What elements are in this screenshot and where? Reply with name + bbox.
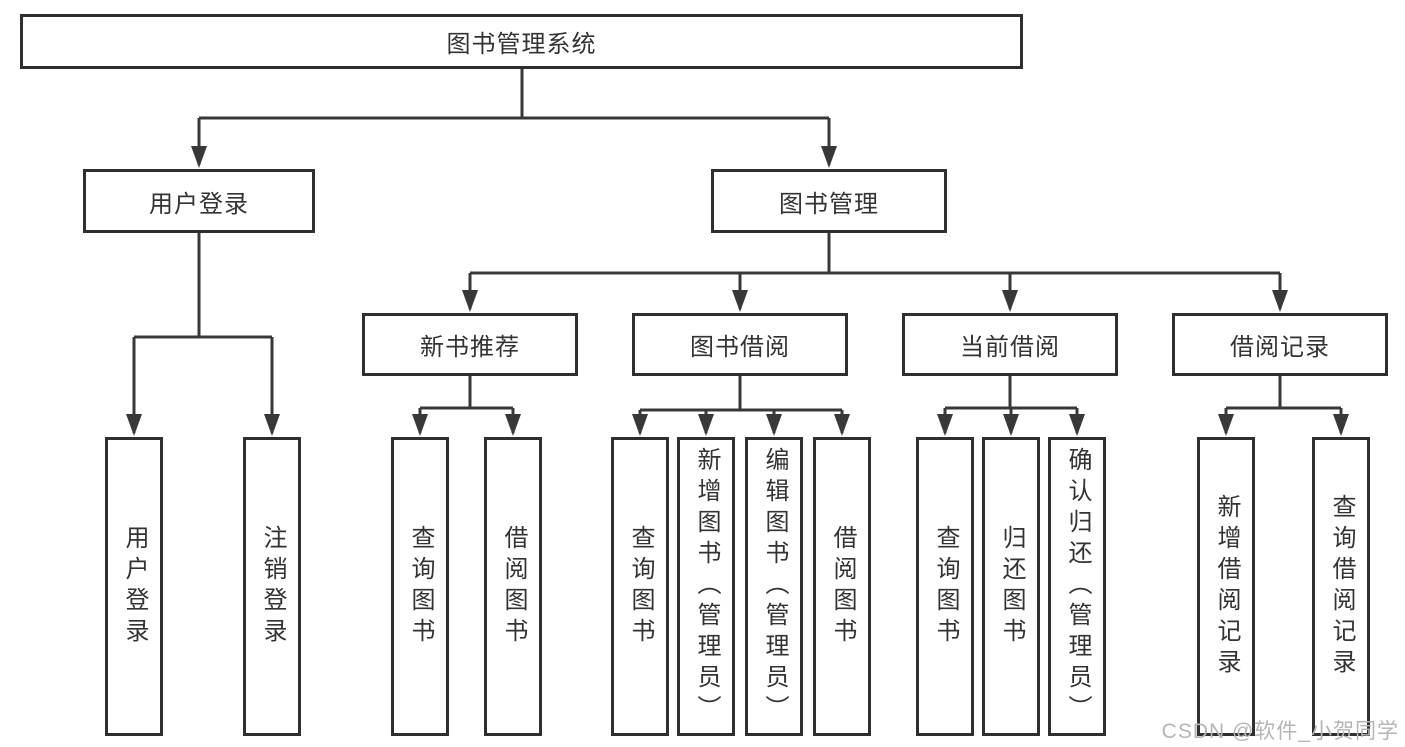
- node-user-login-group: 用户登录: [83, 169, 315, 233]
- leaf-query-books-borrow: 查询图书: [611, 437, 669, 736]
- leaf-add-book-admin-label: 新增图书（管理员）: [693, 447, 720, 726]
- node-current-borrow-label: 当前借阅: [960, 334, 1060, 361]
- leaf-query-books-recommend-label: 查询图书: [407, 524, 434, 649]
- leaf-user-login: 用户登录: [105, 437, 163, 736]
- csdn-watermark: CSDN @软件_小贺同学: [1161, 720, 1399, 743]
- leaf-query-books-borrow-label: 查询图书: [627, 524, 654, 649]
- leaf-add-book-admin: 新增图书（管理员）: [677, 437, 735, 736]
- node-borrow-records: 借阅记录: [1172, 313, 1388, 376]
- leaf-user-login-label: 用户登录: [121, 524, 148, 649]
- node-library-system: 图书管理系统: [20, 14, 1023, 69]
- leaf-confirm-return-admin-label: 确认归还（管理员）: [1064, 447, 1091, 726]
- leaf-query-books-current: 查询图书: [916, 437, 974, 736]
- leaf-query-borrow-record: 查询借阅记录: [1312, 437, 1370, 736]
- node-library-system-label: 图书管理系统: [446, 31, 597, 58]
- node-new-book-recommend: 新书推荐: [362, 313, 578, 376]
- leaf-query-borrow-record-label: 查询借阅记录: [1328, 493, 1355, 680]
- leaf-add-borrow-record: 新增借阅记录: [1197, 437, 1255, 736]
- leaf-query-books-recommend: 查询图书: [391, 437, 449, 736]
- leaf-return-book-label: 归还图书: [998, 524, 1025, 649]
- node-book-borrow-label: 图书借阅: [690, 334, 790, 361]
- leaf-logout-label: 注销登录: [259, 524, 286, 649]
- node-book-management-label: 图书管理: [779, 190, 879, 218]
- node-book-borrow: 图书借阅: [632, 313, 848, 376]
- node-borrow-records-label: 借阅记录: [1230, 334, 1330, 361]
- leaf-edit-book-admin-label: 编辑图书（管理员）: [761, 447, 788, 726]
- node-book-management: 图书管理: [711, 169, 947, 233]
- node-new-book-recommend-label: 新书推荐: [420, 334, 520, 361]
- leaf-return-book: 归还图书: [982, 437, 1040, 736]
- leaf-borrow-book-recommend-label: 借阅图书: [500, 524, 527, 649]
- leaf-borrow-book-label: 借阅图书: [829, 524, 856, 649]
- leaf-logout: 注销登录: [243, 437, 301, 736]
- node-current-borrow: 当前借阅: [902, 313, 1118, 376]
- leaf-borrow-book-recommend: 借阅图书: [484, 437, 542, 736]
- leaf-borrow-book: 借阅图书: [813, 437, 871, 736]
- leaf-edit-book-admin: 编辑图书（管理员）: [745, 437, 803, 736]
- leaf-confirm-return-admin: 确认归还（管理员）: [1048, 437, 1106, 736]
- node-user-login-group-label: 用户登录: [149, 190, 249, 218]
- leaf-add-borrow-record-label: 新增借阅记录: [1213, 493, 1240, 680]
- leaf-query-books-current-label: 查询图书: [932, 524, 959, 649]
